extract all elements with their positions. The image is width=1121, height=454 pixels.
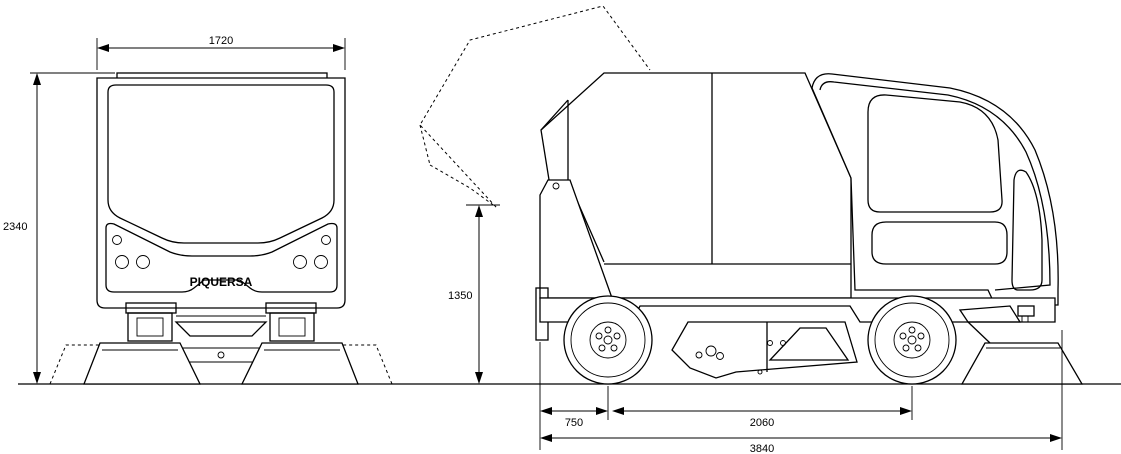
side-brush-arm	[967, 321, 991, 344]
wheelbase-label: 2060	[750, 417, 774, 429]
front-right-suspension	[269, 312, 315, 342]
front-width-label: 1720	[209, 35, 233, 47]
broom-bolt-4	[767, 340, 773, 346]
right-brush-dashed-outline	[343, 344, 393, 385]
main-broom-housing	[671, 321, 858, 379]
overall-length-label: 3840	[750, 443, 774, 454]
front-left-suspension-inner	[136, 317, 164, 337]
front-light-left-2	[136, 255, 150, 269]
wheelbase-arrow-left	[612, 407, 624, 415]
hopper-height-arrow-bottom	[475, 372, 483, 384]
rear-pivot	[552, 182, 560, 190]
raised-hopper-bottom	[429, 164, 497, 208]
front-center-bracket	[174, 321, 268, 337]
front-overhang-label: 750	[565, 417, 583, 429]
broom-bolt-2	[695, 351, 703, 359]
cab-lower-panel	[871, 221, 1008, 265]
front-hitch-circle	[217, 351, 225, 359]
front-lower-panel	[105, 222, 338, 293]
cab-inner-line	[819, 81, 1051, 291]
front-light-right-top	[321, 235, 331, 245]
front-light-mount	[1021, 315, 1029, 323]
front-height-label: 2340	[3, 221, 27, 233]
overhang-arrow-right	[596, 407, 608, 415]
front-view: PIQUERSA 1720 2340	[3, 35, 393, 385]
wheelbase-arrow-right	[900, 407, 912, 415]
front-left-suspension	[127, 312, 173, 342]
front-step	[958, 305, 1022, 323]
broom-bolt-5	[780, 340, 786, 346]
front-left-brush	[83, 342, 202, 385]
front-light-right-1	[293, 255, 307, 269]
front-light-left-top	[112, 235, 122, 245]
cab-door-window	[1011, 169, 1043, 291]
broom-bolt-6	[757, 369, 763, 375]
side-view: 1350 750 2060 3840	[419, 5, 1084, 454]
front-body-outline	[96, 77, 346, 309]
front-light-right-2	[314, 255, 328, 269]
raised-hopper-outline	[419, 5, 651, 208]
broom-bolt-1	[705, 345, 717, 357]
side-brush	[960, 342, 1084, 385]
width-arrow-right	[333, 44, 345, 52]
rear-wheel	[563, 295, 653, 385]
width-arrow-left	[97, 44, 109, 52]
height-arrow-top	[33, 73, 41, 85]
overhang-arrow-left	[540, 407, 552, 415]
hopper-rear-lip	[540, 99, 569, 131]
hopper-height-arrow-top	[475, 205, 483, 217]
overall-length-arrow-left	[540, 434, 552, 442]
front-right-suspension-inner	[278, 317, 306, 337]
left-brush-dashed-outline	[49, 344, 100, 385]
hopper-height-label: 1350	[448, 290, 472, 302]
overall-length-arrow-right	[1050, 434, 1062, 442]
brand-logo-text: PIQUERSA	[190, 275, 253, 289]
broom-bolt-3	[716, 352, 724, 360]
raised-hopper-edge	[419, 124, 431, 166]
cab-outline	[811, 73, 1059, 306]
cab-window	[867, 94, 1003, 213]
broom-housing-panel	[768, 327, 850, 361]
height-arrow-bottom	[33, 372, 41, 384]
front-windshield	[107, 84, 335, 244]
front-right-brush	[240, 342, 359, 385]
front-light-left-1	[115, 255, 129, 269]
front-wheel	[867, 295, 957, 385]
